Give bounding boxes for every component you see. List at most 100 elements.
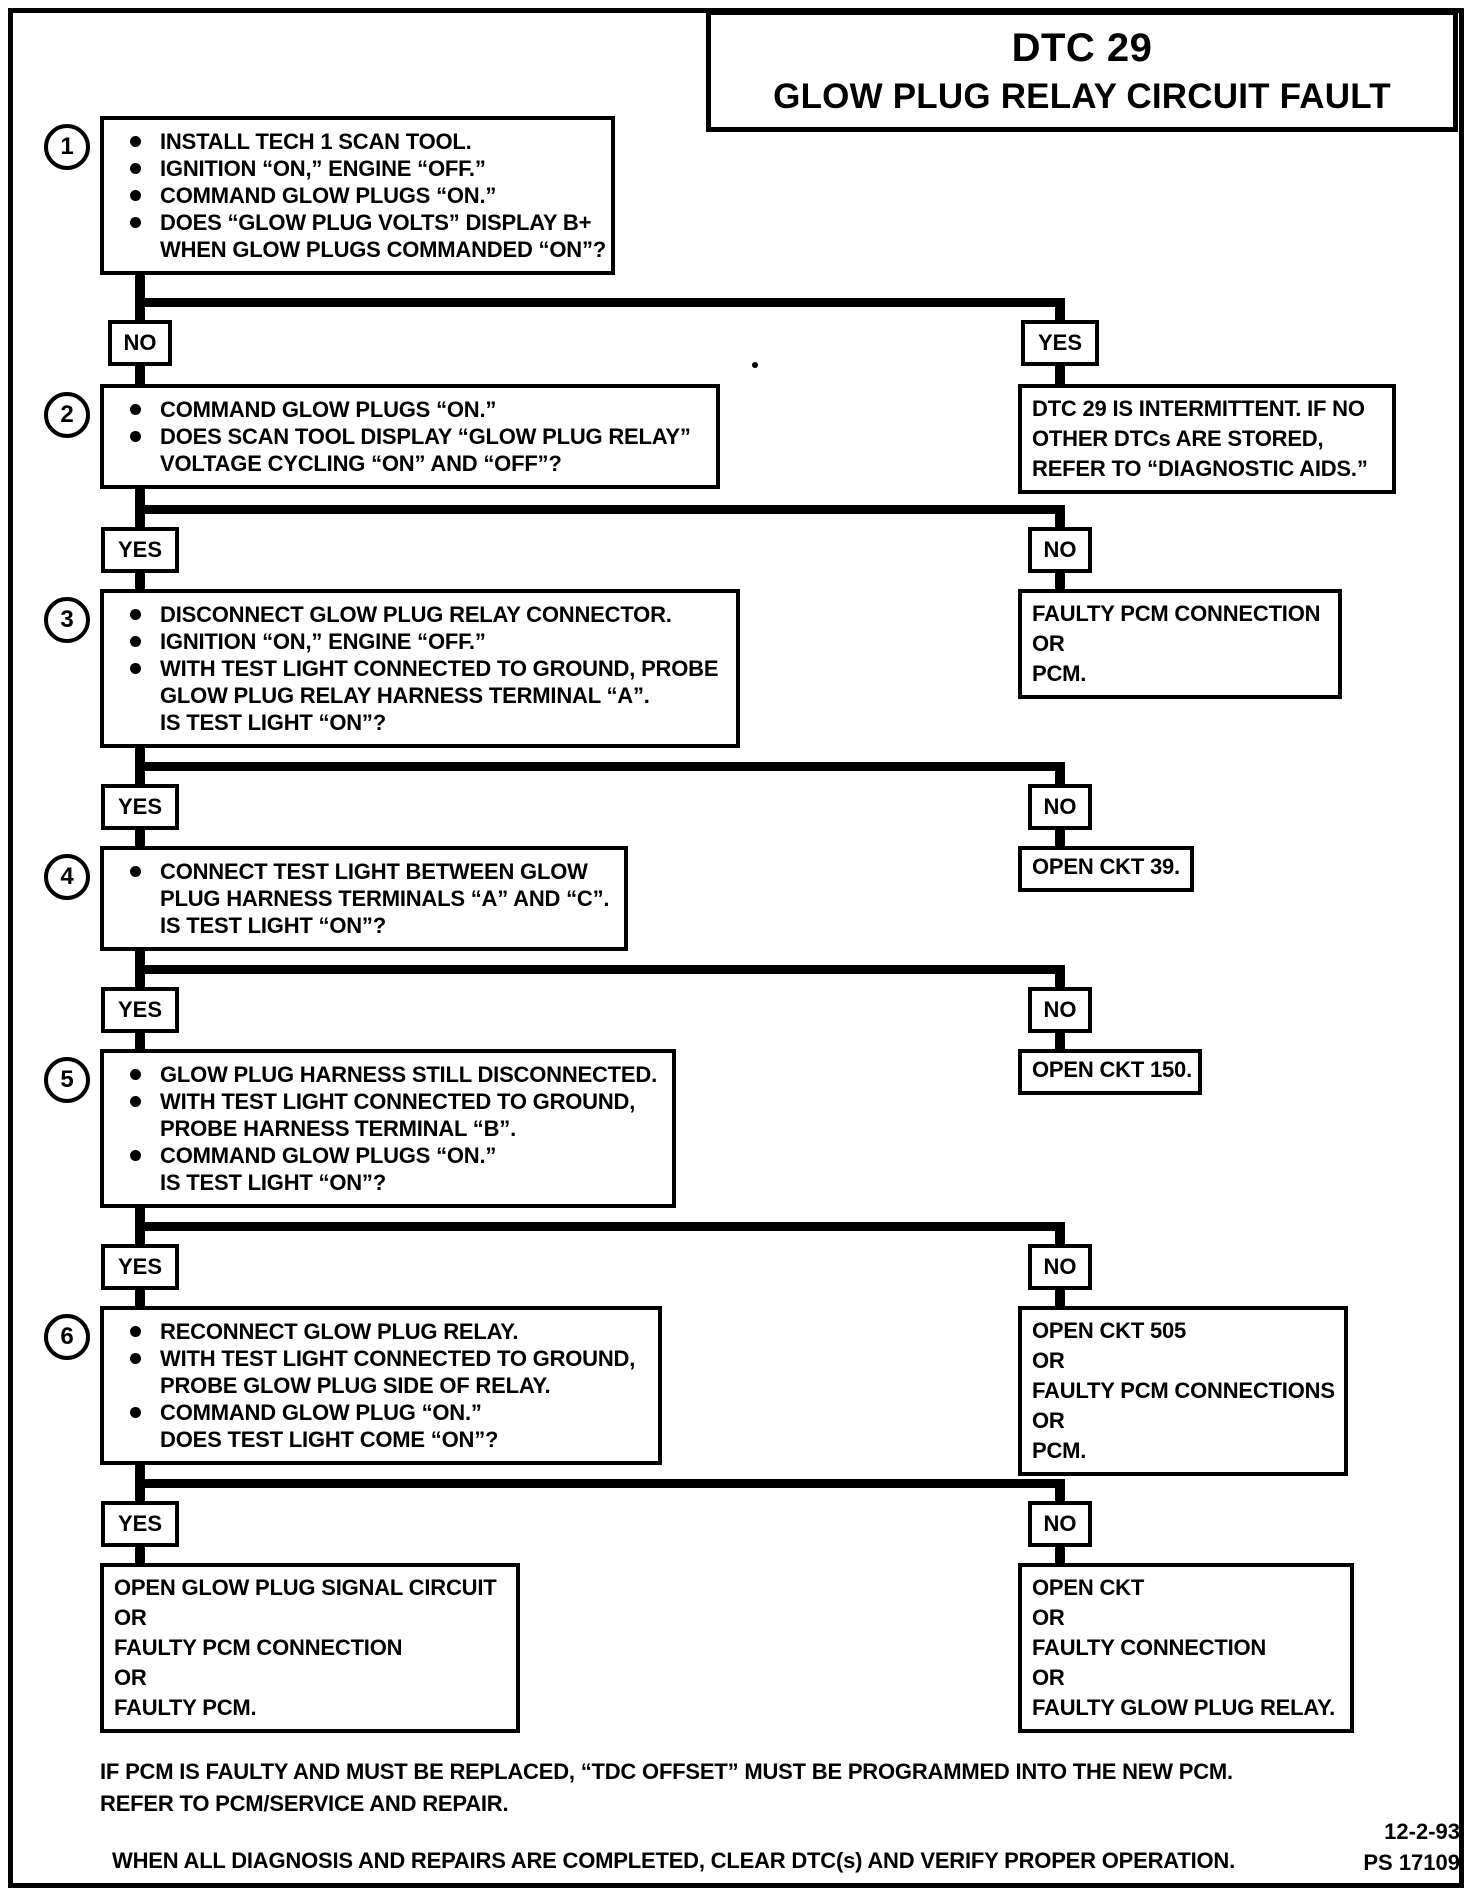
result-box-intermittent: DTC 29 IS INTERMITTENT. IF NO OTHER DTCs… [1018, 384, 1396, 494]
step-box-1: INSTALL TECH 1 SCAN TOOL. IGNITION “ON,”… [100, 116, 615, 275]
step-box-3: DISCONNECT GLOW PLUG RELAY CONNECTOR. IG… [100, 589, 740, 748]
step-line: WITH TEST LIGHT CONNECTED TO GROUND, [104, 1088, 666, 1115]
connector-line [135, 762, 1065, 771]
dtc-code: DTC 29 [1011, 25, 1153, 70]
connector-line [1055, 366, 1065, 384]
step-box-5: GLOW PLUG HARNESS STILL DISCONNECTED. WI… [100, 1049, 676, 1208]
step-line: IGNITION “ON,” ENGINE “OFF.” [104, 628, 730, 655]
step-line: DOES TEST LIGHT COME “ON”? [160, 1427, 499, 1452]
bullet-icon [130, 431, 141, 442]
result-box-open-ckt-505: OPEN CKT 505 OR FAULTY PCM CONNECTIONS O… [1018, 1306, 1348, 1476]
bullet-icon [130, 609, 141, 620]
connector-line [1055, 1222, 1065, 1244]
connector-line [135, 1479, 1065, 1488]
step-line: GLOW PLUG RELAY HARNESS TERMINAL “A”. [160, 683, 650, 708]
connector-line [135, 1231, 145, 1244]
branch-label-no: NO [1028, 784, 1092, 830]
bullet-icon [130, 663, 141, 674]
bullet-icon [130, 1096, 141, 1107]
step-number-3: 3 [44, 597, 90, 643]
step-line: COMMAND GLOW PLUGS “ON.” [104, 182, 605, 209]
step-line: WHEN GLOW PLUGS COMMANDED “ON”? [160, 237, 606, 262]
step-line: GLOW PLUG HARNESS STILL DISCONNECTED. [104, 1061, 666, 1088]
connector-line [1055, 830, 1065, 846]
connector-line [135, 1222, 1065, 1231]
connector-line [1055, 298, 1065, 320]
result-box-open-signal: OPEN GLOW PLUG SIGNAL CIRCUIT OR FAULTY … [100, 1563, 520, 1733]
connector-line [135, 951, 145, 965]
step-line: DISCONNECT GLOW PLUG RELAY CONNECTOR. [104, 601, 730, 628]
connector-line [135, 771, 145, 784]
step-line: PLUG HARNESS TERMINALS “A” AND “C”. [160, 886, 610, 911]
branch-label-no: NO [1028, 1244, 1092, 1290]
bullet-icon [130, 1326, 141, 1337]
step-line: IS TEST LIGHT “ON”? [160, 1170, 386, 1195]
connector-line [135, 514, 145, 527]
bullet-icon [130, 136, 141, 147]
connector-line [135, 489, 145, 505]
connector-line [135, 974, 145, 987]
connector-line [135, 1033, 145, 1049]
step-line: IGNITION “ON,” ENGINE “OFF.” [104, 155, 605, 182]
connector-line [135, 573, 145, 589]
branch-label-yes: YES [101, 527, 179, 573]
step-line: COMMAND GLOW PLUGS “ON.” [104, 396, 710, 423]
bullet-icon [130, 866, 141, 877]
bullet-icon [130, 1407, 141, 1418]
step-number-4: 4 [44, 854, 90, 900]
result-box-faulty-pcm: FAULTY PCM CONNECTION OR PCM. [1018, 589, 1342, 699]
step-box-6: RECONNECT GLOW PLUG RELAY. WITH TEST LIG… [100, 1306, 662, 1465]
connector-line [135, 748, 145, 762]
branch-label-yes: YES [101, 1244, 179, 1290]
branch-label-no: NO [1028, 1501, 1092, 1547]
bullet-icon [130, 1353, 141, 1364]
branch-label-yes: YES [101, 987, 179, 1033]
connector-line [1055, 762, 1065, 784]
bullet-icon [130, 1150, 141, 1161]
result-box-open-ckt: OPEN CKT OR FAULTY CONNECTION OR FAULTY … [1018, 1563, 1354, 1733]
step-line: VOLTAGE CYCLING “ON” AND “OFF”? [160, 451, 562, 476]
result-box-open-ckt-39: OPEN CKT 39. [1018, 846, 1194, 892]
step-line: RECONNECT GLOW PLUG RELAY. [104, 1318, 652, 1345]
connector-line [1055, 1479, 1065, 1501]
pcm-replacement-note-line2: REFER TO PCM/SERVICE AND REPAIR. [100, 1791, 509, 1816]
bullet-icon [130, 404, 141, 415]
connector-line [135, 830, 145, 846]
connector-line [1055, 1547, 1065, 1563]
step-line: IS TEST LIGHT “ON”? [160, 710, 386, 735]
bullet-icon [130, 1069, 141, 1080]
branch-label-no: NO [1028, 987, 1092, 1033]
branch-label-no: NO [1028, 527, 1092, 573]
step-line: PROBE HARNESS TERMINAL “B”. [160, 1116, 516, 1141]
connector-line [135, 1208, 145, 1222]
step-number-2: 2 [44, 392, 90, 438]
connector-line [135, 366, 145, 384]
revision-date: 12-2-93 [1384, 1819, 1460, 1844]
result-box-open-ckt-150: OPEN CKT 150. [1018, 1049, 1202, 1095]
connector-line [1055, 1033, 1065, 1049]
bullet-icon [130, 636, 141, 647]
connector-line [135, 1547, 145, 1563]
connector-line [1055, 1290, 1065, 1306]
document-number: PS 17109 [1363, 1850, 1460, 1875]
step-box-2: COMMAND GLOW PLUGS “ON.” DOES SCAN TOOL … [100, 384, 720, 489]
completion-instruction: WHEN ALL DIAGNOSIS AND REPAIRS ARE COMPL… [112, 1848, 1236, 1873]
branch-label-yes: YES [101, 1501, 179, 1547]
connector-line [135, 1465, 145, 1479]
step-line: INSTALL TECH 1 SCAN TOOL. [104, 128, 605, 155]
step-line: COMMAND GLOW PLUG “ON.” [104, 1399, 652, 1426]
step-box-4: CONNECT TEST LIGHT BETWEEN GLOW PLUG HAR… [100, 846, 628, 951]
step-line: PROBE GLOW PLUG SIDE OF RELAY. [160, 1373, 551, 1398]
bullet-icon [130, 190, 141, 201]
step-number-6: 6 [44, 1314, 90, 1360]
document-meta: 12-2-93 PS 17109 [1300, 1816, 1460, 1878]
step-line: DOES “GLOW PLUG VOLTS” DISPLAY B+ [104, 209, 605, 236]
connector-line [135, 1290, 145, 1306]
step-line: WITH TEST LIGHT CONNECTED TO GROUND, PRO… [104, 655, 730, 682]
branch-label-yes: YES [1021, 320, 1099, 366]
pcm-replacement-note-line1: IF PCM IS FAULTY AND MUST BE REPLACED, “… [100, 1759, 1233, 1784]
step-line: CONNECT TEST LIGHT BETWEEN GLOW [104, 858, 618, 885]
title-box: DTC 29 GLOW PLUG RELAY CIRCUIT FAULT [706, 10, 1458, 132]
step-number-1: 1 [44, 124, 90, 170]
